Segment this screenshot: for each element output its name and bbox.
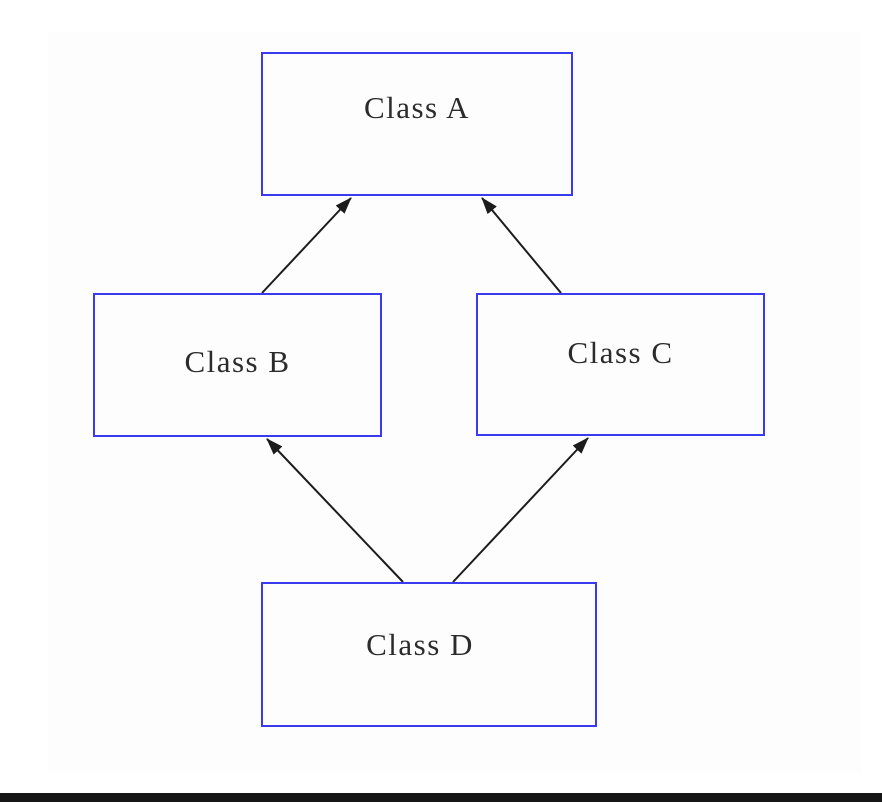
edge-d-to-c [452,437,589,583]
letterbox-bar [0,793,882,802]
edge-b-to-a [261,197,352,294]
class-c-label: Class C [567,334,674,370]
class-a-node: Class A [261,52,573,196]
edge-c-to-a [481,197,562,294]
class-c-node: Class C [476,293,765,436]
class-a-label: Class A [363,90,471,125]
class-d-label: Class D [366,626,474,662]
class-b-label: Class B [184,344,291,379]
class-b-node: Class B [93,293,382,437]
class-d-node: Class D [261,582,597,727]
edge-d-to-b [266,438,404,583]
